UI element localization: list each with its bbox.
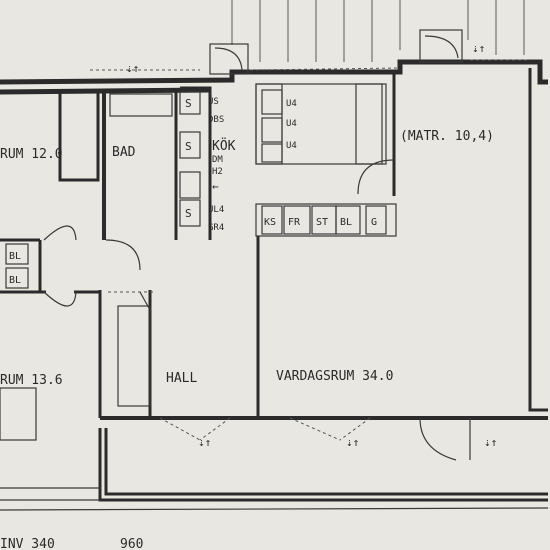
fixture-dm: DM (212, 155, 223, 165)
svg-text:⇣↑: ⇣↑ (472, 42, 485, 55)
fixture-dbs: DBS (208, 115, 224, 125)
fixture-u4-2: U4 (286, 119, 297, 129)
room-label-kitchen: KÖK (212, 137, 236, 154)
left-bl-boxes (5, 243, 29, 289)
room-label-living-room: VARDAGSRUM 34.0 (276, 369, 393, 384)
room-label-bathroom: BAD (112, 145, 136, 160)
room-label-hall: HALL (166, 371, 197, 386)
fixture-u4-3: U4 (286, 141, 297, 151)
top-windows: ⇣↑ ⇣↑ (90, 29, 528, 75)
door-swings: ⇣↑ ⇣↑ ⇣↑ (43, 159, 497, 461)
fixture-bl-left-1: BL (9, 251, 21, 262)
fixture-u4-1: U4 (286, 99, 297, 109)
bottom-text-left: INV 340 (0, 537, 55, 550)
fixture-bl: BL (340, 217, 352, 228)
interior-walls (0, 72, 397, 441)
fixture-st: ST (316, 217, 328, 228)
fixture-g: G (371, 217, 377, 228)
fixture-gr4: GR4 (208, 223, 224, 233)
fixture-s-1: S (185, 97, 192, 110)
svg-text:⇣↑: ⇣↑ (484, 436, 497, 449)
fixture-arrow: ← (212, 180, 219, 193)
room-label-bedroom-bottom: RUM 13.6 (0, 373, 63, 388)
kitchen-fixture-boxes (179, 89, 387, 235)
fixture-ks: KS (264, 217, 276, 228)
room-label-bedroom-top: RUM 12.0 (0, 147, 63, 162)
fixture-h2: H2 (212, 167, 223, 177)
top-hatching (231, 0, 525, 62)
svg-text:⇣↑: ⇣↑ (126, 62, 139, 75)
fixture-us: US (208, 97, 219, 107)
bottom-text-mid: 960 (120, 537, 143, 550)
fixture-s-3: S (185, 207, 192, 220)
svg-text:⇣↑: ⇣↑ (346, 436, 359, 449)
fixture-ul4: UL4 (208, 205, 224, 215)
room-label-dining-note: (MATR. 10,4) (400, 129, 494, 144)
outer-walls (0, 59, 549, 511)
fixture-s-2: S (185, 140, 192, 153)
svg-text:⇣↑: ⇣↑ (198, 436, 211, 449)
fixture-fr: FR (288, 217, 301, 228)
fixture-bl-left-2: BL (9, 275, 21, 286)
